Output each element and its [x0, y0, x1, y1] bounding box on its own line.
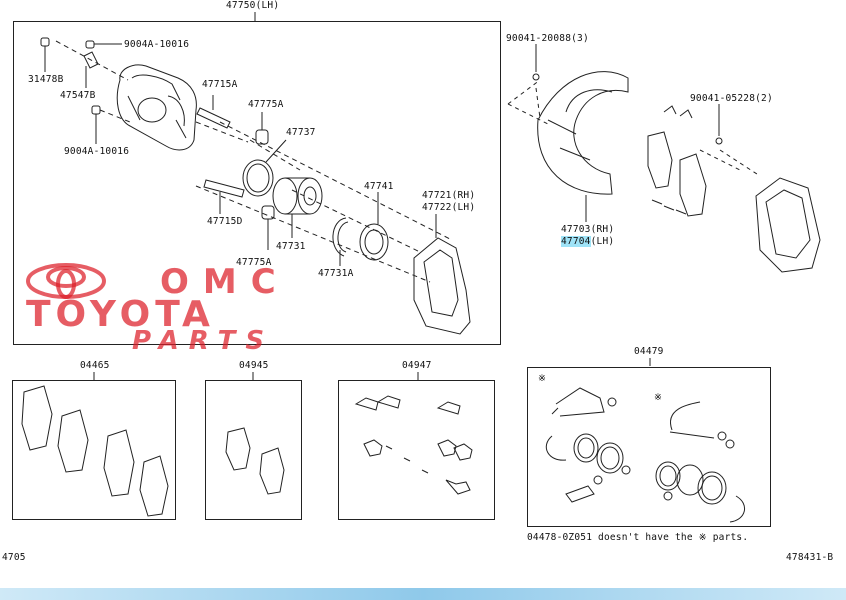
label-47775a-top: 47775A — [248, 99, 284, 110]
label-47722-lh: 47722(LH) — [422, 202, 476, 213]
kit-note: 04478-0Z051 doesn't have the ※ parts. — [527, 532, 749, 543]
label-47715d: 47715D — [207, 216, 243, 227]
mounting-bracket-icon — [413, 214, 471, 335]
kit-04465-label: 04465 — [80, 360, 110, 371]
footer-right-code: 478431-B — [786, 552, 834, 563]
label-47703-rh: 47703(RH) — [561, 224, 615, 235]
label-47547b: 47547B — [60, 90, 96, 101]
slide-pin-47715a-icon — [196, 95, 231, 129]
kit-04945-label: 04945 — [239, 360, 269, 371]
boot-47775a-lower-icon — [261, 205, 275, 250]
caliper-body-icon — [116, 64, 197, 151]
kit-04465-pads-icon — [21, 372, 169, 517]
screw-90041-05228-icon — [715, 104, 723, 145]
piston-47731-icon — [272, 177, 323, 238]
kit-04479-label: 04479 — [634, 346, 664, 357]
label-47737: 47737 — [286, 127, 316, 138]
label-47731: 47731 — [276, 241, 306, 252]
screw-90041-20088-icon — [532, 44, 540, 81]
assembly-title: 47750(LH) — [226, 0, 280, 11]
caliper-assembly-frame — [13, 21, 501, 345]
caliper-right-icon — [755, 177, 821, 273]
label-90041-20088: 90041-20088(3) — [506, 33, 589, 44]
cap-9004a-icon — [85, 40, 122, 49]
piston-seal-47737-icon — [242, 139, 287, 197]
watermark-omc: OMC — [160, 262, 290, 302]
label-9004a-10016-bottom: 9004A-10016 — [64, 146, 130, 157]
kit-marker-2: ※ — [654, 392, 663, 403]
kit-04945-shims-icon — [225, 372, 285, 495]
dust-shield-icon — [537, 71, 629, 195]
label-47721-rh: 47721(RH) — [422, 190, 476, 201]
kit-04947-frame — [338, 380, 495, 520]
kit-04479-hoses-icon — [551, 387, 735, 449]
label-47715a: 47715A — [202, 79, 238, 90]
part-47704-link[interactable]: 47704 — [561, 236, 591, 247]
kit-04945-frame — [205, 380, 302, 520]
bolt-31478b-icon — [40, 37, 50, 72]
label-47741: 47741 — [364, 181, 394, 192]
bottom-scroll-strip — [0, 588, 846, 600]
brake-pad-right-icon — [647, 105, 707, 217]
kit-04947-label: 04947 — [402, 360, 432, 371]
slide-pin-47715d-icon — [203, 179, 245, 214]
label-47775a-bottom: 47775A — [236, 257, 272, 268]
boot-47775a-icon — [255, 112, 269, 145]
label-47731a: 47731A — [318, 268, 354, 279]
kit-04947-clips-icon — [354, 372, 473, 495]
watermark-toyota: TOYOTA — [26, 294, 215, 335]
label-9004a-10016-top: 9004A-10016 — [124, 39, 190, 50]
snap-ring-47731a-icon — [332, 217, 349, 266]
label-47704-lh[interactable]: 47704(LH) — [561, 236, 614, 247]
footer-left-code: 4705 — [2, 552, 26, 563]
label-31478b: 31478B — [28, 74, 64, 85]
dust-boot-47741-icon — [359, 192, 389, 261]
kit-04479-frame — [527, 367, 771, 527]
watermark-parts: PARTS — [132, 326, 275, 356]
kit-marker-1: ※ — [538, 373, 547, 384]
kit-04479-seals-icon — [545, 358, 745, 523]
kit-04465-frame — [12, 380, 176, 520]
label-47704-side: (LH) — [590, 236, 615, 247]
label-90041-05228: 90041-05228(2) — [690, 93, 773, 104]
